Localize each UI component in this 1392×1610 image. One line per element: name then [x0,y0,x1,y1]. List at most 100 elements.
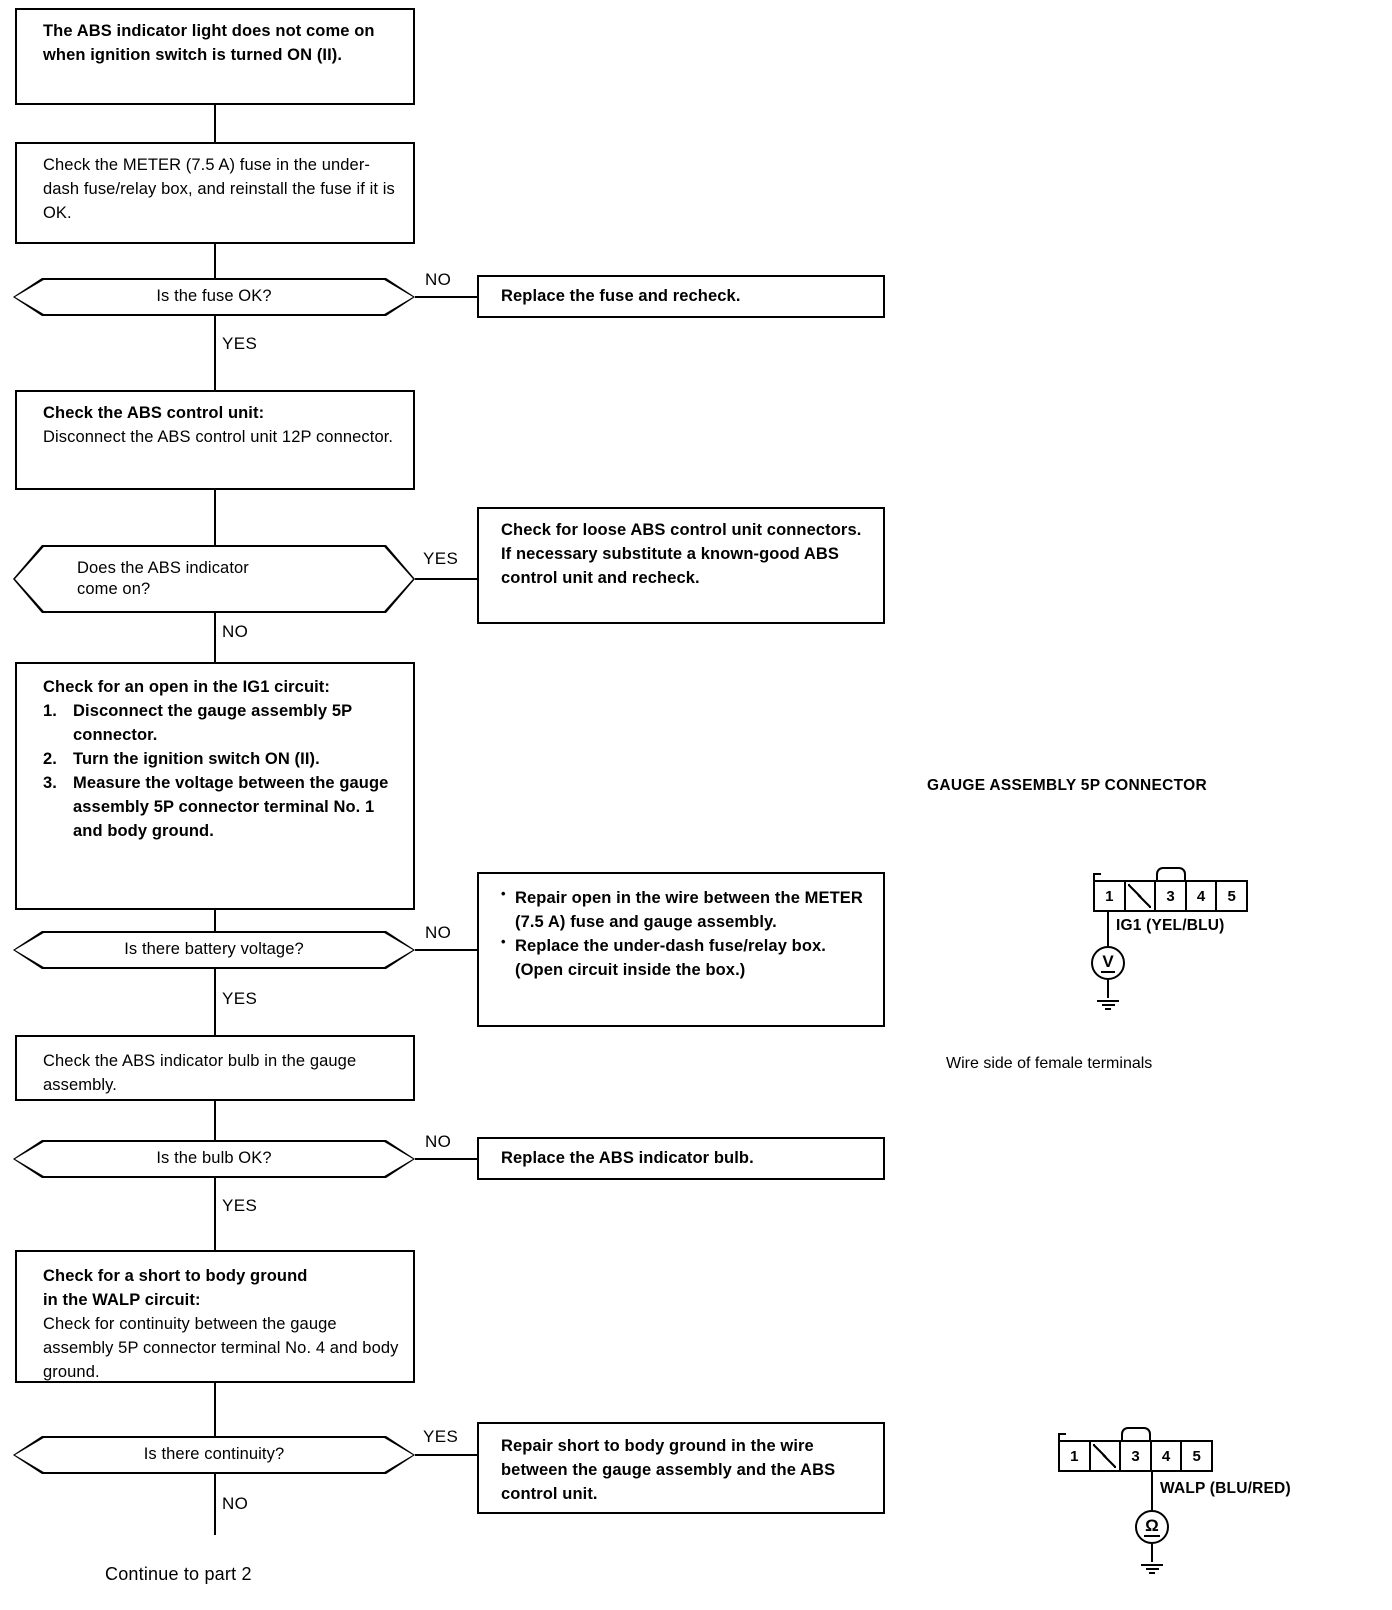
branch-decision2-yes-line [415,578,477,580]
flow-decision5-hexagon: Is there continuity? [13,1436,415,1474]
list-item: Repair open in the wire between the METE… [501,885,869,934]
branch-label-decision3-yes: YES [222,989,258,1008]
flow-decision3-text: Is there battery voltage? [124,940,304,959]
flow-result3-box: Repair open in the wire between the METE… [477,872,885,1027]
list-item-text: Disconnect the gauge assembly 5P connect… [73,702,352,745]
flow-decision2-text-line2: come on? [77,580,151,598]
hexagon-fill [15,1438,413,1472]
flow-result1-box: Replace the fuse and recheck. [477,275,885,318]
connector-step3-to-decision3 [214,910,216,931]
voltmeter-glyph: V [1101,952,1115,973]
hexagon-fill [15,547,413,611]
connector-latch-tab [1156,867,1186,880]
flow-decision1-text: Is the fuse OK? [156,287,272,306]
connector-step1-to-decision1 [214,244,216,278]
branch-label-decision5-yes: YES [423,1427,459,1446]
connector-terminal-row: 1 3 4 5 [1058,1440,1213,1472]
ground-bar-3 [1149,1572,1155,1574]
wire-terminal1-to-voltmeter [1107,912,1109,946]
hexagon-fill [15,1142,413,1176]
ground-bar-3 [1105,1008,1111,1010]
flow-step1-box: Check the METER (7.5 A) fuse in the unde… [15,142,415,244]
flow-step1-text: Check the METER (7.5 A) fuse in the unde… [43,156,395,223]
flow-decision4-hexagon: Is the bulb OK? [13,1140,415,1178]
branch-decision1-yes-line [214,316,216,390]
flow-start-text: The ABS indicator light does not come on… [43,22,375,65]
flow-result3-list: Repair open in the wire between the METE… [501,885,869,982]
connector-top-wire-label: IG1 (YEL/BLU) [1116,917,1225,934]
flow-step2-box: Check the ABS control unit: Disconnect t… [15,390,415,490]
branch-label-decision2-yes: YES [423,549,459,568]
terminal-cell-2-blank [1091,1442,1122,1470]
connector-terminal-row: 1 3 4 5 [1093,880,1248,912]
flow-decision1-hexagon: Is the fuse OK? [13,278,415,316]
connector-latch-tab [1121,1427,1151,1440]
connector-left-notch [1093,873,1101,880]
flow-result1-text: Replace the fuse and recheck. [501,287,741,306]
flow-result2-box: Check for loose ABS control unit connect… [477,507,885,624]
list-item: 2. Turn the ignition switch ON (II). [43,747,399,771]
ground-bar-2 [1101,1004,1115,1006]
branch-label-decision2-no: NO [222,622,249,641]
flow-result4-box: Replace the ABS indicator bulb. [477,1137,885,1180]
branch-decision4-yes-line [214,1178,216,1250]
list-item-text: Turn the ignition switch ON (II). [73,750,320,769]
branch-decision3-yes-line [214,969,216,1035]
flow-step5-heading-line2: in the WALP circuit: [43,1291,201,1310]
flow-decision2-hexagon: Does the ABS indicator come on? [13,545,415,613]
flow-result2-text: Check for loose ABS control unit connect… [501,521,862,588]
terminal-cell-4: 4 [1152,1442,1183,1470]
flow-step5-heading-line1: Check for a short to body ground [43,1267,308,1285]
ground-bar-1 [1141,1564,1163,1566]
wire-terminal4-to-ohmmeter [1151,1472,1153,1510]
branch-decision4-no-line [415,1158,477,1160]
wire-ohmmeter-to-ground [1151,1544,1153,1562]
flow-step3-list: 1. Disconnect the gauge assembly 5P conn… [43,699,399,843]
branch-label-decision3-no: NO [425,923,452,942]
ground-symbol [1097,998,1119,1010]
branch-decision5-yes-line [415,1454,477,1456]
flow-decision5-text: Is there continuity? [143,1445,285,1464]
flow-step4-box: Check the ABS indicator bulb in the gaug… [15,1035,415,1101]
flow-decision4-text: Is the bulb OK? [156,1149,272,1168]
flow-result5-text: Repair short to body ground in the wire … [501,1437,836,1504]
flow-decision3-hexagon: Is there battery voltage? [13,931,415,969]
ground-bar-2 [1145,1568,1159,1570]
branch-label-decision1-yes: YES [222,334,258,353]
connector-top-caption: Wire side of female terminals [946,1055,1153,1072]
branch-label-decision5-no: NO [222,1494,249,1513]
hexagon-fill [15,933,413,967]
terminal-cell-1: 1 [1060,1442,1091,1470]
flow-result5-box: Repair short to body ground in the wire … [477,1422,885,1514]
flow-step2-heading: Check the ABS control unit: [43,404,265,422]
ground-bar-1 [1097,1000,1119,1002]
list-item-number: 1. [43,702,57,721]
terminal-cell-5: 5 [1192,1447,1201,1465]
flow-step4-text: Check the ABS indicator bulb in the gaug… [43,1052,357,1095]
list-item-text: Measure the voltage between the gauge as… [73,774,389,841]
branch-decision2-no-line [214,613,216,662]
flow-decision2-text-line1: Does the ABS indicator [77,558,249,577]
list-item-number: 2. [43,750,57,769]
connector-bottom-wire-label: WALP (BLU/RED) [1160,1480,1291,1497]
connector-left-notch [1058,1433,1066,1440]
terminal-cell-1: 1 [1095,882,1126,910]
flow-step3-box: Check for an open in the IG1 circuit: 1.… [15,662,415,910]
terminal-cell-3: 3 [1121,1442,1152,1470]
branch-label-decision1-no: NO [425,270,452,289]
continue-to-part-2-note: Continue to part 2 [105,1564,252,1584]
branch-label-decision4-yes: YES [222,1196,258,1215]
voltmeter-symbol: V [1091,946,1125,980]
flow-result4-text: Replace the ABS indicator bulb. [501,1149,754,1168]
flow-step2-text: Disconnect the ABS control unit 12P conn… [43,428,394,447]
ohmmeter-symbol: Ω [1135,1510,1169,1544]
hexagon-fill [15,280,413,314]
branch-decision1-no-line [415,296,492,298]
flow-step5-box: Check for a short to body ground in the … [15,1250,415,1383]
list-item-number: 3. [43,774,57,793]
wire-voltmeter-to-ground [1107,980,1109,998]
flow-start-box: The ABS indicator light does not come on… [15,8,415,105]
connector-top-title: GAUGE ASSEMBLY 5P CONNECTOR [927,777,1207,794]
connector-step4-to-decision4 [214,1101,216,1140]
connector-step5-to-decision5 [214,1383,216,1436]
